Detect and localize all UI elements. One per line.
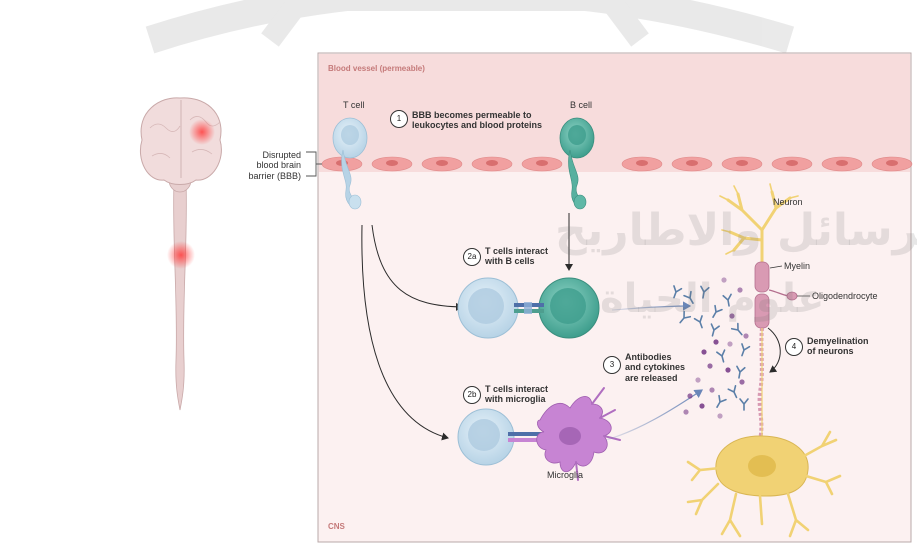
bbb-label-line2: blood brain bbox=[256, 160, 301, 171]
step-1-badge: 1 bbox=[390, 110, 408, 128]
endothelial-nucleus bbox=[786, 160, 798, 166]
step-4-line2: of neurons bbox=[807, 346, 854, 357]
spinal-cord bbox=[173, 179, 187, 411]
arrow-antibodies-to-neuron bbox=[611, 301, 692, 311]
antibody-icon bbox=[736, 365, 746, 379]
watermark-arch bbox=[145, 0, 795, 54]
step-1-line2: leukocytes and blood proteins bbox=[412, 120, 543, 131]
cytokine-dot bbox=[727, 341, 733, 347]
neuron-label: Neuron bbox=[773, 197, 803, 207]
antibody-icon bbox=[712, 304, 723, 318]
step-1-text: BBB becomes permeable to leukocytes and … bbox=[412, 110, 542, 131]
endothelial-nucleus bbox=[836, 160, 848, 166]
cytokine-dot bbox=[721, 277, 727, 283]
cytokine-dot bbox=[739, 379, 745, 385]
endothelial-nucleus bbox=[486, 160, 498, 166]
cytokine-dot bbox=[737, 287, 743, 293]
cytokine-dot bbox=[717, 413, 723, 419]
arrow-t-cell-to-microglia-interaction bbox=[361, 224, 449, 441]
brain-lesion bbox=[189, 119, 215, 145]
endothelial-nucleus bbox=[886, 160, 898, 166]
oligodendrocyte-label: Oligodendrocyte bbox=[812, 291, 878, 301]
step-2a-text: T cells interact with B cells bbox=[485, 246, 548, 267]
cytokine-dot bbox=[743, 333, 749, 339]
step-2b-line2: with microglia bbox=[485, 394, 546, 405]
antibody-icon bbox=[739, 398, 749, 411]
bbb-bracket bbox=[306, 151, 322, 177]
endothelial-nucleus bbox=[386, 160, 398, 166]
endothelial-nucleus bbox=[686, 160, 698, 166]
neuron bbox=[686, 183, 842, 538]
antibody-icon bbox=[730, 322, 743, 336]
endothelial-nucleus bbox=[436, 160, 448, 166]
step-2b-badge: 2b bbox=[463, 386, 481, 404]
step-4-badge: 4 bbox=[785, 338, 803, 356]
step-3-line3: are released bbox=[625, 372, 678, 383]
antibody-icon bbox=[673, 285, 683, 299]
t-cell-crossing-barrier bbox=[332, 117, 368, 210]
b-cell-crossing-barrier bbox=[559, 117, 595, 210]
blood-vessel-label: Blood vessel (permeable) bbox=[328, 64, 425, 73]
t-cell-label: T cell bbox=[343, 100, 365, 110]
arrow-t-cell-to-b-cell-interaction bbox=[371, 224, 463, 311]
spinal-lesion bbox=[167, 241, 195, 269]
t-cell-b-cell-interaction bbox=[457, 277, 600, 339]
cytokine-dot bbox=[701, 349, 707, 355]
myelin-sheath-upper bbox=[754, 261, 770, 293]
antibody-icon bbox=[722, 293, 732, 307]
brain-spinal-cord-figure bbox=[140, 97, 222, 411]
cytokine-dot bbox=[707, 363, 713, 369]
antibody-icon bbox=[679, 310, 692, 324]
step-3-line2: and cytokines bbox=[625, 362, 686, 373]
endothelial-nucleus bbox=[736, 160, 748, 166]
bbb-label-line3: barrier (BBB) bbox=[248, 170, 301, 181]
cytokine-dot bbox=[713, 339, 719, 345]
endothelial-nucleus bbox=[536, 160, 548, 166]
step-3-badge: 3 bbox=[603, 356, 621, 374]
watermark-text-1: الرسائل والاطاريح bbox=[555, 205, 917, 256]
step-4-text: Demyelination of neurons bbox=[807, 336, 869, 357]
antibody-icon bbox=[716, 394, 727, 408]
step-3-line1: Antibodies bbox=[625, 352, 672, 362]
step-4-line1: Demyelination bbox=[807, 336, 869, 346]
cns-label: CNS bbox=[328, 522, 345, 531]
cytokine-dot bbox=[725, 367, 731, 373]
microglia-label: Microglia bbox=[547, 470, 584, 480]
step-2b-text: T cells interact with microglia bbox=[485, 384, 548, 405]
cytokine-dot bbox=[695, 377, 701, 383]
step-3-text: Antibodies and cytokines are released bbox=[625, 352, 685, 383]
arrow-demyelination bbox=[767, 327, 781, 373]
step-2a-badge: 2a bbox=[463, 248, 481, 266]
bbb-label-line1: Disrupted bbox=[262, 150, 301, 160]
myelin-label: Myelin bbox=[784, 261, 811, 271]
step-1-line1: BBB becomes permeable to bbox=[412, 110, 532, 120]
antibodies-and-cytokines bbox=[673, 277, 751, 419]
cytokine-dot bbox=[729, 313, 735, 319]
cytokine-dot bbox=[699, 403, 705, 409]
t-cell-microglia-interaction bbox=[457, 387, 621, 481]
cytokine-dot bbox=[683, 409, 689, 415]
step-2b-line1: T cells interact bbox=[485, 384, 549, 394]
antibody-icon bbox=[710, 323, 720, 337]
step-2a-line1: T cells interact bbox=[485, 246, 549, 256]
b-cell-label: B cell bbox=[570, 100, 593, 110]
antibody-icon bbox=[716, 349, 726, 363]
antibody-icon bbox=[727, 384, 738, 399]
cytokine-dot bbox=[687, 393, 693, 399]
endothelial-nucleus bbox=[636, 160, 648, 166]
antibody-icon bbox=[693, 315, 703, 329]
antibody-icon bbox=[741, 343, 751, 357]
myelin-leader-line bbox=[769, 265, 783, 269]
step-2a-line2: with B cells bbox=[485, 256, 535, 267]
blood-vessel-region bbox=[319, 54, 910, 172]
cytokine-dot bbox=[709, 387, 715, 393]
bbb-label: Disrupted blood brain barrier (BBB) bbox=[240, 150, 301, 181]
antibody-icon bbox=[700, 285, 710, 299]
antibody-icon bbox=[683, 290, 694, 304]
watermark-text-2: علوم الحياة bbox=[600, 276, 825, 322]
